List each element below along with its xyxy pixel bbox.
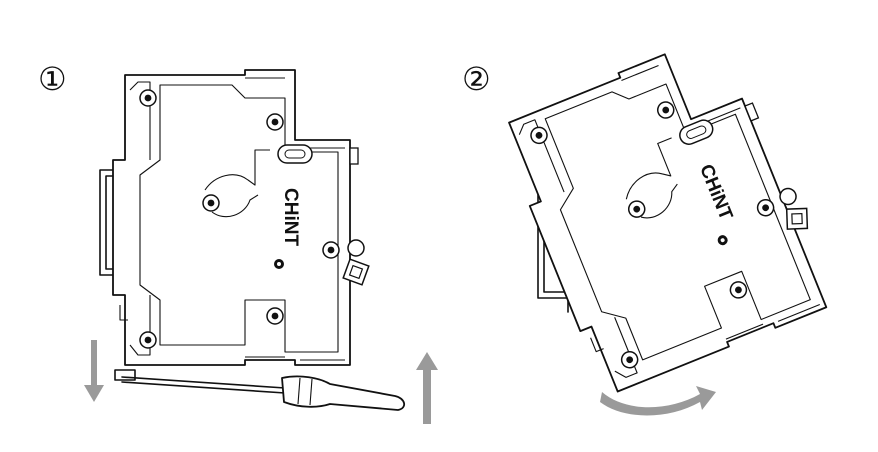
circuit-breaker-tilted: CHiNT [496,27,844,396]
circuit-breaker [113,70,369,365]
screwdriver-icon [121,375,405,411]
step-1-number: ① [38,60,67,98]
clip-tab [114,369,136,381]
brand-label: CHiNT [280,188,301,246]
arrow-down-icon [84,340,104,402]
rotate-arrow-icon [600,386,716,416]
step-2: ② CHiNT [462,27,844,416]
step-2-number: ② [462,60,491,98]
arrow-up-icon [416,352,438,424]
step-1: ① CHiNT [38,60,438,424]
